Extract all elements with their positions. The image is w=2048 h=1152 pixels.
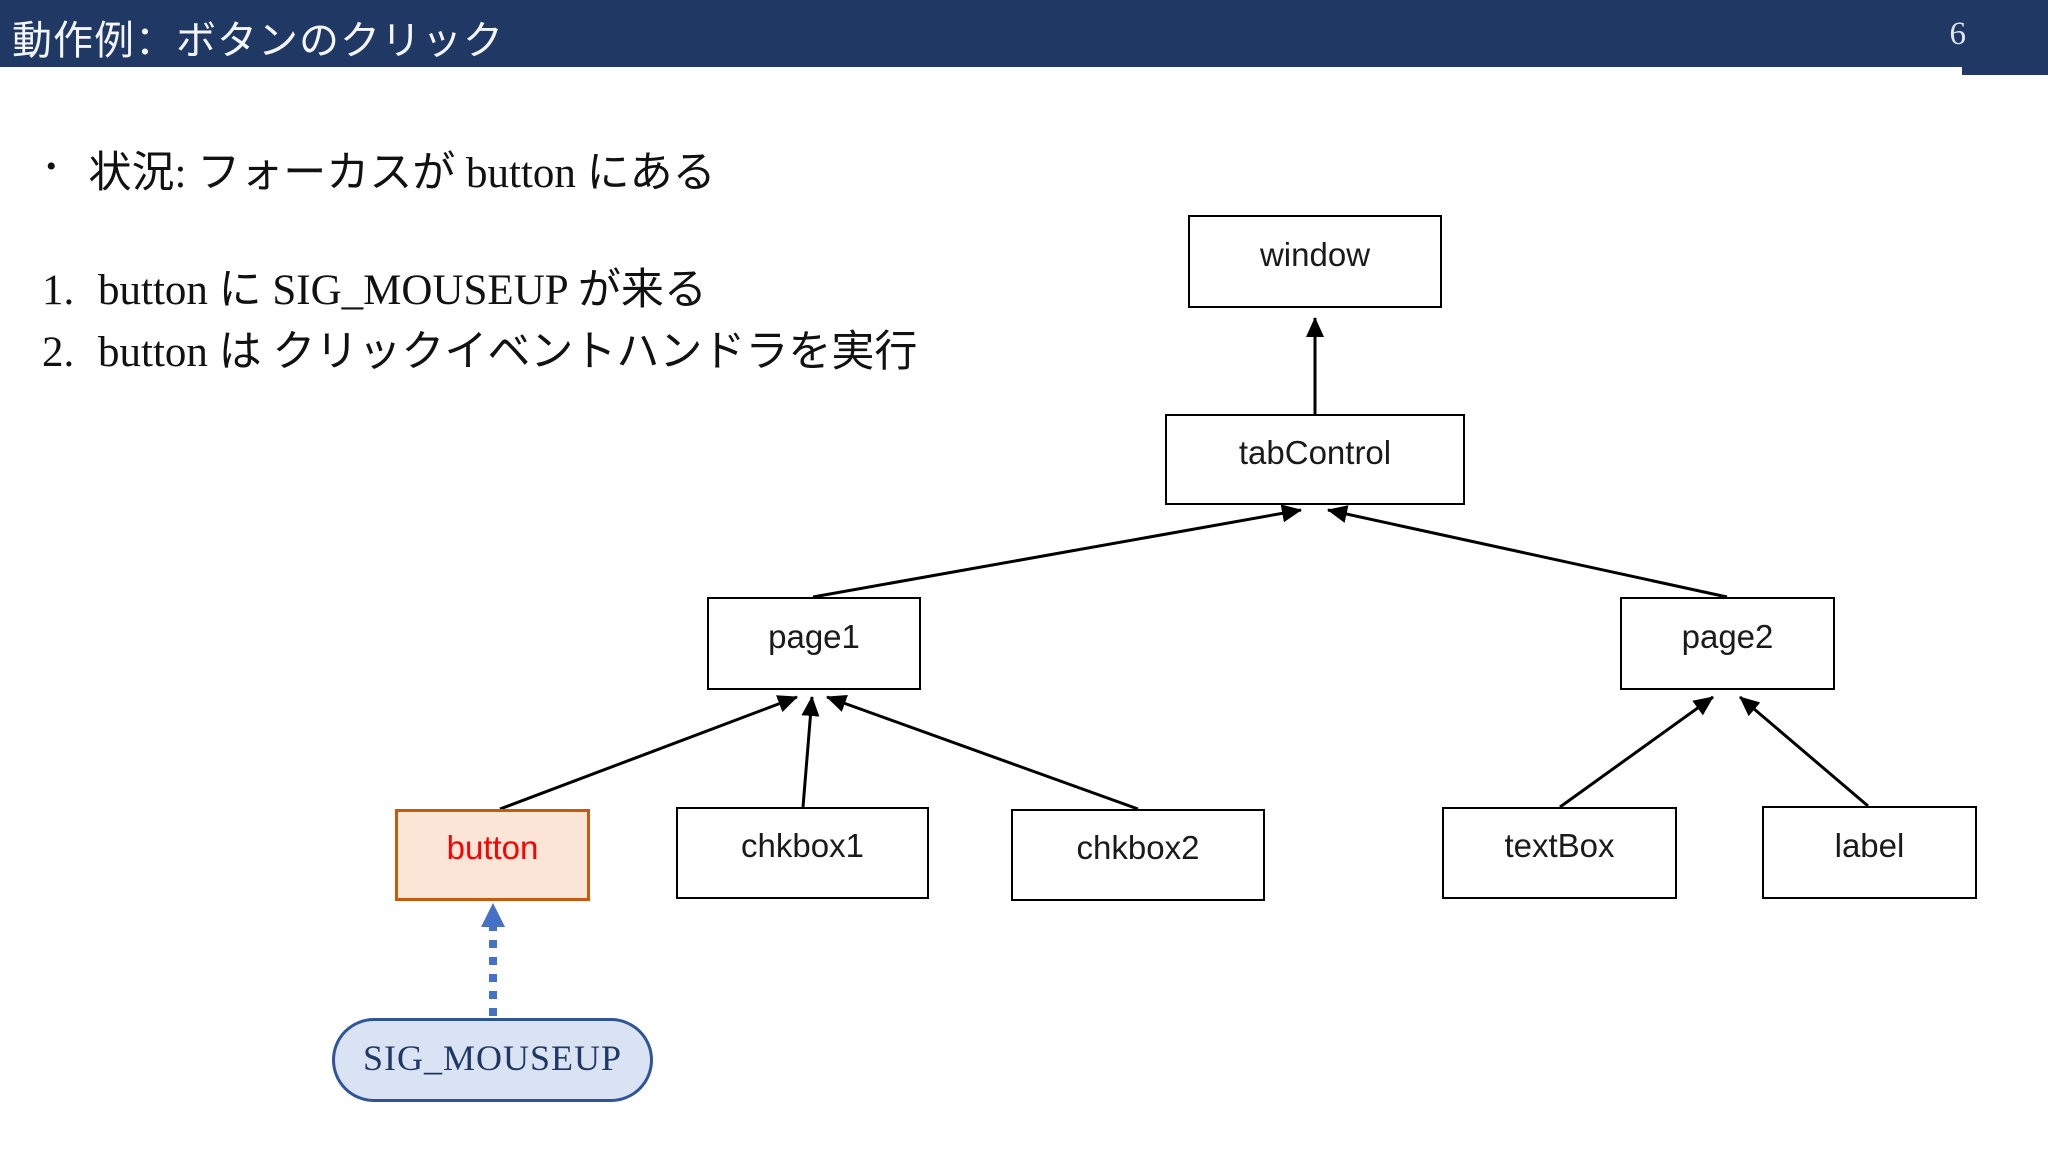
- header-step-decoration: [1962, 67, 2048, 75]
- slide-title: 動作例：ボタンのクリック: [12, 18, 504, 63]
- slide-header: 動作例：ボタンのクリック 6: [0, 0, 2048, 75]
- node-chkbox1: chkbox1: [676, 807, 929, 899]
- step-text: button に SIG_MOUSEUP が来る: [98, 267, 707, 314]
- arrow-page1-to-tabcontrol: [812, 504, 1302, 599]
- page-number: 6: [1949, 16, 1967, 52]
- arrow-label-to-page2: [1739, 695, 1869, 808]
- arrow-chkbox1-to-page1: [801, 696, 820, 808]
- situation-line: • 状況: フォーカスが button にある: [46, 138, 716, 200]
- node-label: chkbox1: [741, 827, 864, 864]
- node-label: window: [1259, 235, 1371, 273]
- bullet-icon: •: [46, 150, 57, 183]
- node-page1: page1: [707, 597, 921, 690]
- step-item-2: 2. button は クリックイベントハンドラを実行: [42, 322, 917, 384]
- arrow-button-to-page1: [499, 695, 798, 811]
- node-window: window: [1188, 215, 1442, 308]
- arrow-chkbox2-to-page1: [826, 694, 1139, 811]
- node-label: page1: [768, 617, 860, 655]
- node-page2: page2: [1620, 597, 1835, 690]
- situation-text: 状況: フォーカスが button にある: [88, 150, 716, 197]
- arrow-page2-to-tabcontrol: [1327, 505, 1728, 599]
- node-tabcontrol: tabControl: [1165, 414, 1465, 505]
- arrow-textbox-to-page2: [1559, 695, 1714, 809]
- node-label-widget: label: [1762, 806, 1977, 899]
- node-label: label: [1834, 826, 1905, 864]
- signal-arrowhead-icon: [481, 903, 505, 927]
- node-label: textBox: [1504, 827, 1615, 864]
- step-text: button は クリックイベントハンドラを実行: [98, 329, 918, 376]
- step-number: 2.: [42, 329, 75, 376]
- signal-pill: SIG_MOUSEUP: [332, 1018, 653, 1102]
- step-item-1: 1. button に SIG_MOUSEUP が来る: [42, 260, 917, 322]
- step-number: 1.: [42, 267, 75, 314]
- node-label: page2: [1681, 617, 1774, 655]
- node-chkbox2: chkbox2: [1011, 809, 1265, 901]
- signal-label: SIG_MOUSEUP: [362, 1038, 623, 1078]
- node-label: chkbox2: [1076, 829, 1200, 866]
- step-list: 1. button に SIG_MOUSEUP が来る 2. button は …: [42, 260, 917, 384]
- node-textbox: textBox: [1442, 807, 1677, 899]
- node-label: tabControl: [1238, 433, 1392, 471]
- node-label: button: [446, 829, 539, 866]
- node-button-highlighted: button: [395, 809, 590, 901]
